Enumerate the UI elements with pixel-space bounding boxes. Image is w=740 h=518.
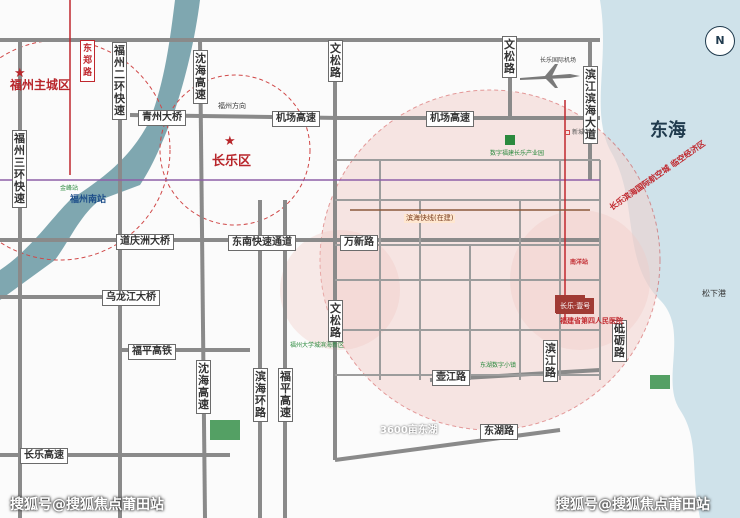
- road-wenling: 文松路: [502, 36, 517, 78]
- min-river: [0, 0, 200, 300]
- road-dongzheng: 东郑路: [80, 40, 95, 82]
- compass-icon: N: [705, 26, 735, 56]
- label-songxia: 松下港: [702, 289, 726, 298]
- fuzhou-ring: [0, 39, 171, 261]
- road-wensong-lower: 文松路: [328, 300, 343, 342]
- road-fuping-rail: 福平高铁: [128, 344, 176, 360]
- green-tree-2: [210, 420, 240, 440]
- road-second-ring: 福州二环快速: [112, 42, 127, 120]
- road-xiangqian: 壶江路: [432, 370, 470, 386]
- changle-ring: [159, 74, 311, 226]
- star-icon: ★: [14, 66, 26, 81]
- green-tree-1: [505, 135, 515, 145]
- watermark-right: 搜狐号@搜狐焦点莆田站: [556, 497, 710, 513]
- road-daoqing: 道庆洲大桥: [116, 234, 174, 250]
- poi-xincheng: 新城中心: [565, 130, 596, 136]
- road-wenwu: 文松路: [328, 40, 343, 82]
- core-grid: [335, 159, 601, 380]
- label-university: 福州大学城滨海新区: [290, 342, 345, 349]
- road-airport-exp2: 机场高速: [426, 111, 474, 127]
- station-binhai-line: 滨海快线(在建): [404, 214, 456, 223]
- label-fuzhou-dir: 福州方向: [218, 102, 246, 110]
- station-jinfeng: 金峰站: [60, 185, 79, 192]
- label-digital-park: 数字福建长乐产业园: [490, 150, 545, 157]
- star-icon-changle: ★: [224, 134, 236, 149]
- label-east-lake-town: 东湖数字小镇: [480, 362, 517, 369]
- road-wanxin: 万新路: [340, 235, 378, 251]
- district-fuzhou-main: 福州主城区: [10, 78, 71, 92]
- road-changle-link: 长乐高速: [20, 448, 68, 464]
- east-sea-label: 东海: [650, 120, 686, 141]
- road-dongnan: 东南快速通道: [228, 235, 296, 251]
- road-banqiao: 滨江路: [543, 340, 558, 382]
- label-east-lake-3600: 3600亩东湖: [380, 425, 438, 436]
- road-zhanhai: 砥砺路: [612, 320, 627, 362]
- road-shenhai: 沈海高速: [193, 50, 208, 104]
- district-changle: 长乐区: [212, 154, 252, 169]
- road-shenhai-lower: 沈海高速: [196, 360, 211, 414]
- road-binhai-ave: 滨江滨海大道: [583, 66, 598, 144]
- inner-ring-left: [280, 230, 400, 350]
- station-airport: 长乐国际机场: [540, 57, 577, 64]
- road-airport-exp: 机场高速: [272, 111, 320, 127]
- road-third-ring: 福州三环快速: [12, 130, 27, 208]
- road-qingzhou: 青州大桥: [138, 110, 186, 126]
- road-network: [0, 38, 601, 518]
- project-marker[interactable]: 长乐·壹号: [556, 298, 595, 314]
- watermark-left: 搜狐号@搜狐焦点莆田站: [10, 497, 164, 513]
- airplane-icon: [520, 64, 580, 88]
- road-fuping-high: 福平高速: [278, 368, 293, 422]
- station-nanyang: 南洋站: [570, 259, 589, 266]
- road-binhai-ring: 滨海环路: [253, 368, 268, 422]
- green-tree-3: [650, 375, 670, 389]
- road-wulong: 乌龙江大桥: [102, 290, 160, 306]
- station-fuzhou-south: 福州南站: [70, 195, 107, 205]
- east-sea-area: [600, 0, 740, 518]
- project-tag: 福建省第四人民医院: [560, 317, 623, 325]
- road-donghu: 东湖路: [480, 424, 518, 440]
